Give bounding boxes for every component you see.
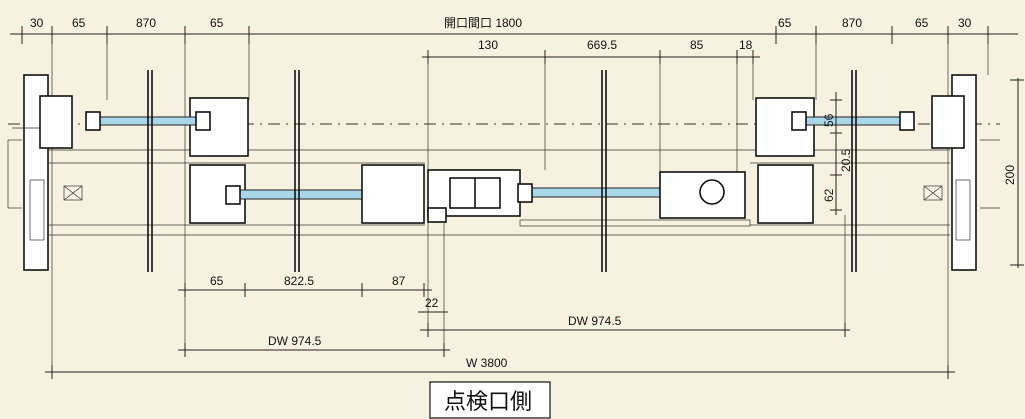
dim-top-right-4: 30 (958, 16, 972, 30)
title-box: 点検口側 (429, 381, 551, 419)
dim-inner-2: 669.5 (587, 38, 617, 52)
bottom-dimensions: 65 822.5 87 22 DW 974.5 DW 974.5 W 3800 (45, 274, 955, 379)
dim-bottom-3: 87 (392, 274, 406, 288)
dim-bottom-small: 22 (425, 296, 439, 310)
right-outer-sash (755, 70, 965, 272)
dim-top-left-1: 30 (30, 16, 44, 30)
dim-right-3: 62 (822, 188, 836, 202)
top-dimension-line: 30 65 870 65 開口間口 1800 65 870 65 30 (10, 16, 1018, 44)
dim-top-left-4: 65 (210, 16, 224, 30)
right-inner-sash (517, 70, 751, 272)
dim-inner-1: 130 (478, 38, 498, 52)
dim-overall-width: W 3800 (466, 356, 508, 370)
dim-bottom-1: 65 (210, 274, 224, 288)
dim-right-overall: 200 (1003, 165, 1017, 185)
dim-top-right-2: 870 (842, 16, 862, 30)
dim-dw-left: DW 974.5 (268, 334, 322, 348)
dim-inner-3: 85 (690, 38, 704, 52)
dim-top-left-2: 65 (72, 16, 86, 30)
right-dimensions: 56 20.5 62 200 (822, 78, 1024, 268)
dim-right-2: 20.5 (839, 148, 853, 172)
dim-inner-4: 18 (739, 38, 753, 52)
left-inner-sash (189, 70, 425, 272)
dim-top-right-1: 65 (778, 16, 792, 30)
dim-top-left-3: 870 (136, 16, 156, 30)
left-outer-sash (39, 70, 249, 272)
dim-top-center: 開口間口 1800 (444, 16, 522, 30)
dim-bottom-2: 822.5 (284, 274, 314, 288)
inner-top-dimension-line: 130 669.5 85 18 (422, 38, 760, 64)
dim-top-right-3: 65 (915, 16, 929, 30)
dim-right-1: 56 (822, 113, 836, 127)
center-mullion (427, 169, 521, 223)
page-title: 点検口側 (444, 390, 532, 415)
dim-dw-right: DW 974.5 (568, 314, 622, 328)
